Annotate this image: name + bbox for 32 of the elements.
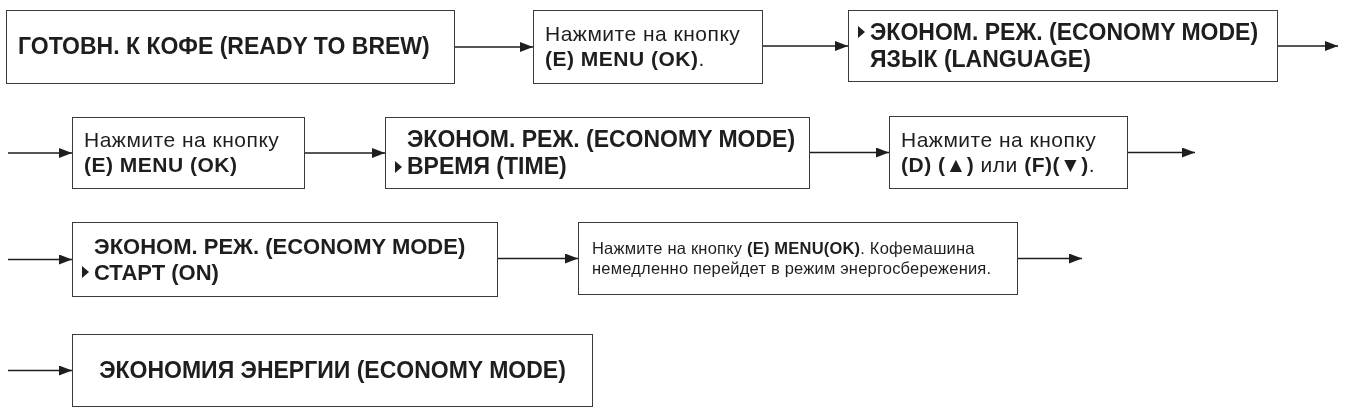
arrow <box>809 147 890 158</box>
arrow <box>762 41 849 51</box>
arrow <box>1127 147 1196 158</box>
arrow <box>497 253 579 264</box>
arrow <box>1277 41 1339 51</box>
arrow <box>1017 253 1083 264</box>
menu-line: СТАРТ (ON) <box>94 259 219 286</box>
menu-line: ЭКОНОМ. РЕЖ. (ECONOMY MODE) <box>407 125 796 153</box>
display-text: ГОТОВН. К КОФЕ (READY TO BREW) <box>18 33 430 61</box>
instruction-text: Нажмите на кнопку (E) MENU (OK) <box>84 128 281 178</box>
menu-line: ЭКОНОМ. РЕЖ. (ECONOMY MODE) <box>870 18 1259 46</box>
display-text: ЭКОНОМИЯ ЭНЕРГИИ (ECONOMY MODE) <box>99 356 566 385</box>
instruction-box <box>889 116 1128 189</box>
display-box <box>6 10 455 84</box>
arrow <box>7 365 73 376</box>
arrow <box>7 254 73 265</box>
instruction-text: Нажмите на кнопку (E) MENU (OK). <box>545 22 742 72</box>
menu-line: ЭКОНОМ. РЕЖ. (ECONOMY MODE) <box>94 233 466 260</box>
arrow <box>454 42 534 52</box>
arrow <box>304 148 386 158</box>
instruction-box <box>578 222 1018 295</box>
menu-display-box <box>72 222 498 297</box>
instruction-text: Нажмите на кнопку (D) (▲) или (F)(▼). <box>901 127 1098 178</box>
menu-line: ЯЗЫК (LANGUAGE) <box>870 46 1091 74</box>
menu-line: ВРЕМЯ (TIME) <box>407 153 567 181</box>
arrow <box>7 148 73 158</box>
display-box <box>72 334 593 407</box>
instruction-box <box>72 117 305 189</box>
instruction-text: Нажмите на кнопку (E) MENU(OK). Кофемашина немедленно перейдет в режим энергосбережения. <box>592 239 993 278</box>
instruction-box <box>533 10 763 84</box>
menu-display-box <box>848 10 1278 82</box>
menu-display-box <box>385 117 810 189</box>
